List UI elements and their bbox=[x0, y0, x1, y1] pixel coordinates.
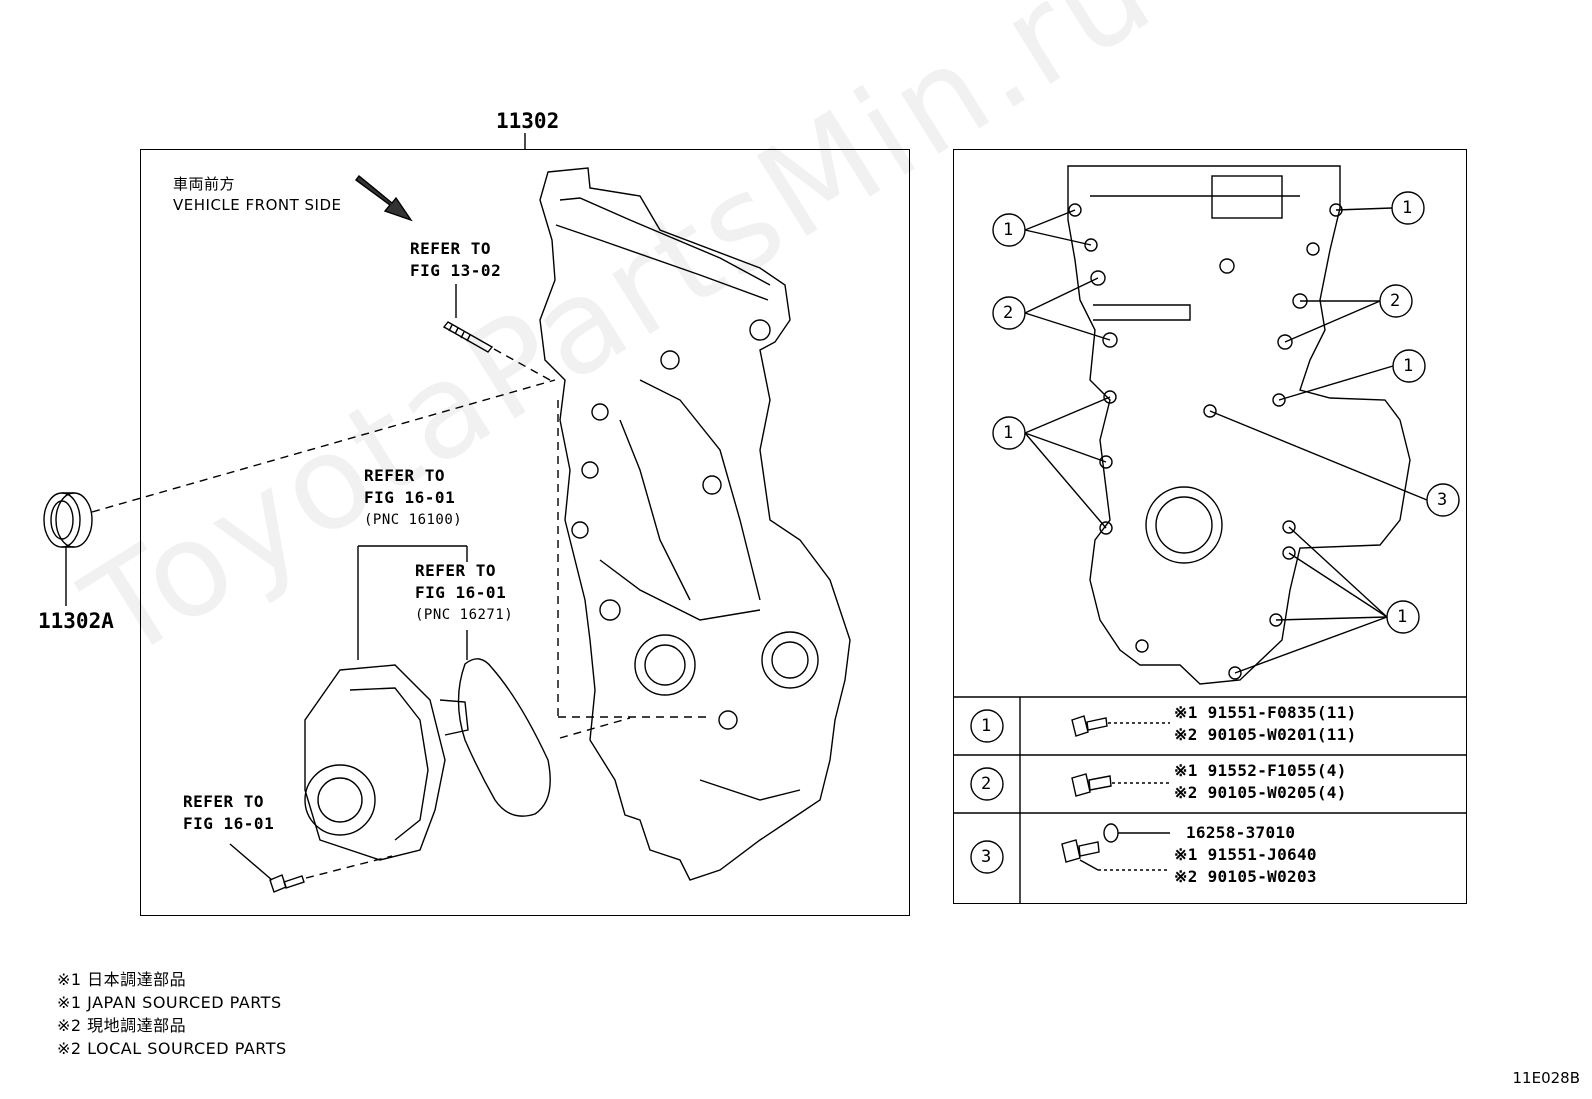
table-row-3-line1: 16258-37010 bbox=[1186, 823, 1296, 842]
callout-number: 2 bbox=[1003, 303, 1014, 323]
refer-bolt-label: REFER TO FIG 16-01 bbox=[183, 791, 274, 835]
callout-number: 3 bbox=[1437, 490, 1448, 510]
callout-number: 1 bbox=[1402, 198, 1413, 218]
table-bolt-icon-3 bbox=[1061, 823, 1170, 871]
refer-bolt-line1: REFER TO bbox=[183, 792, 265, 811]
part-number-11302a: 11302A bbox=[38, 609, 114, 633]
vehicle-front-en: VEHICLE FRONT SIDE bbox=[173, 196, 342, 214]
refer-gasket-line2: FIG 16-01 bbox=[415, 583, 507, 602]
table-row-2-line1: ※1 91552-F1055(4) bbox=[1174, 761, 1347, 780]
refer-stud-label: REFER TO FIG 13-02 bbox=[410, 238, 501, 282]
table-bolt-icon-2 bbox=[1071, 773, 1170, 797]
callout-number: 1 bbox=[1403, 356, 1414, 376]
table-row-1-line1: ※1 91551-F0835(11) bbox=[1174, 703, 1357, 722]
refer-stud-line1: REFER TO bbox=[410, 239, 492, 258]
refer-gasket-label: REFER TO FIG 16-01 (PNC 16271) bbox=[415, 560, 513, 626]
callout-number: 1 bbox=[1003, 423, 1014, 443]
table-row-1-line2: ※2 90105-W0201(11) bbox=[1174, 725, 1357, 744]
table-key-1: 1 bbox=[981, 716, 992, 736]
callout-number: 1 bbox=[1397, 607, 1408, 627]
refer-gasket-line3: (PNC 16271) bbox=[415, 607, 514, 623]
legend-line: ※1 日本調達部品 bbox=[57, 970, 187, 989]
table-row-3-line3: ※2 90105-W0203 bbox=[1174, 867, 1317, 886]
refer-pump-line2: FIG 16-01 bbox=[364, 488, 456, 507]
legend-line: ※1 JAPAN SOURCED PARTS bbox=[57, 993, 282, 1012]
legend-line: ※2 LOCAL SOURCED PARTS bbox=[57, 1039, 287, 1058]
stud-icon bbox=[442, 284, 494, 353]
refer-bolt-line2: FIG 16-01 bbox=[183, 814, 275, 833]
table-key-2: 2 bbox=[981, 774, 992, 794]
legend-line: ※2 現地調達部品 bbox=[57, 1016, 187, 1035]
refer-gasket-line1: REFER TO bbox=[415, 561, 497, 580]
vehicle-front-jp: 車両前方 bbox=[173, 175, 236, 193]
table-key-3: 3 bbox=[981, 847, 992, 867]
refer-pump-line1: REFER TO bbox=[364, 466, 446, 485]
part-number-11302: 11302 bbox=[496, 109, 560, 133]
legend: ※1 日本調達部品 ※1 JAPAN SOURCED PARTS ※2 現地調達… bbox=[57, 968, 287, 1060]
bolt-location-frame bbox=[953, 149, 1467, 904]
cover-bolt-map-icon bbox=[1067, 165, 1411, 685]
main-diagram-frame bbox=[140, 149, 910, 916]
table-row-2-line2: ※2 90105-W0205(4) bbox=[1174, 783, 1347, 802]
figure-code: 11E028B bbox=[1512, 1069, 1581, 1087]
water-pump-icon bbox=[304, 664, 469, 861]
refer-pump-line3: (PNC 16100) bbox=[364, 512, 463, 528]
table-row-3-line2: ※1 91551-J0640 bbox=[1174, 845, 1317, 864]
callout-number: 1 bbox=[1003, 220, 1014, 240]
refer-stud-line2: FIG 13-02 bbox=[410, 261, 502, 280]
front-arrow-icon bbox=[355, 174, 413, 222]
oil-seal-icon bbox=[43, 492, 93, 548]
gasket-icon bbox=[457, 658, 551, 817]
timing-cover-icon bbox=[539, 167, 851, 881]
bolt-icon bbox=[269, 874, 305, 893]
callout-number: 2 bbox=[1390, 291, 1401, 311]
refer-pump-label: REFER TO FIG 16-01 (PNC 16100) bbox=[364, 465, 462, 531]
table-bolt-icon-1 bbox=[1071, 715, 1170, 737]
